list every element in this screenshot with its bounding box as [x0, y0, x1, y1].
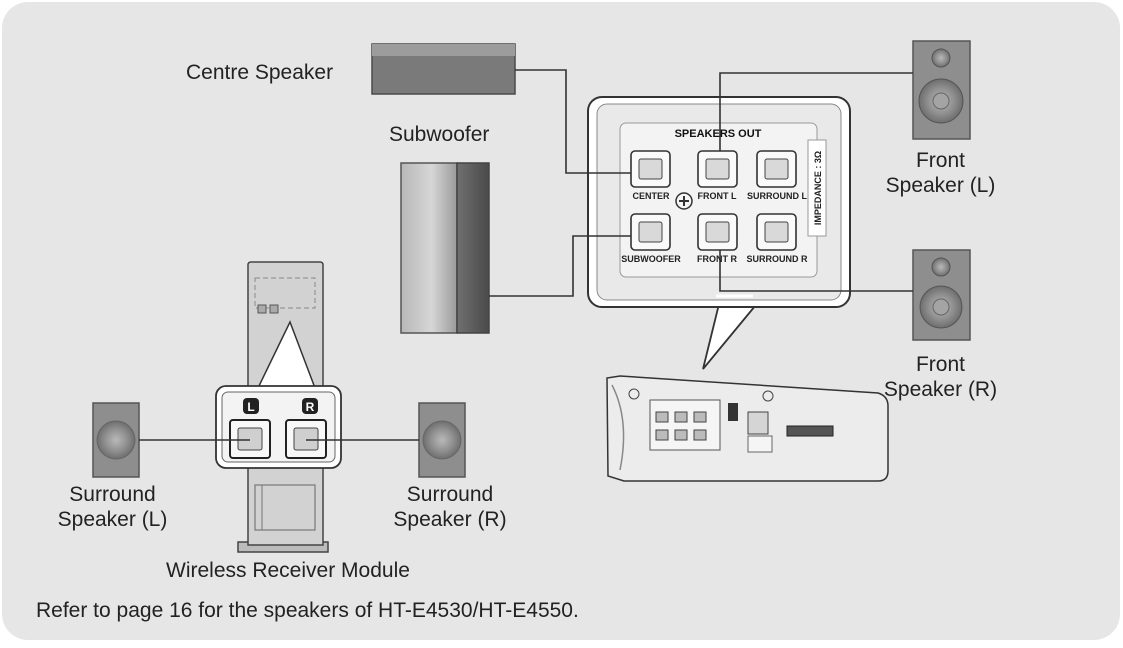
wireless-receiver-module: L R — [215, 261, 342, 553]
centre-speaker — [371, 43, 516, 95]
subwoofer — [400, 162, 490, 334]
impedance-label: IMPEDANCE : 3Ω — [813, 151, 823, 225]
port-label-subwoofer: SUBWOOFER — [621, 254, 681, 264]
panel-title: SPEAKERS OUT — [675, 128, 762, 140]
centre-speaker-label: Centre Speaker — [186, 61, 334, 84]
port-front-r — [697, 213, 738, 251]
front-speaker-left — [912, 40, 971, 140]
port-subwoofer — [630, 213, 671, 251]
port-front-l — [697, 150, 738, 188]
port-label-front-l: FRONT L — [698, 191, 737, 201]
port-label-surround-l: SURROUND L — [747, 191, 808, 201]
badge-right — [302, 398, 318, 414]
speaker-wires — [139, 69, 913, 441]
wireless-receiver-module-label: Wireless Receiver Module — [166, 559, 410, 582]
surround-speaker-right — [418, 402, 466, 478]
front-speaker-right — [912, 249, 971, 341]
port-surround-l — [756, 150, 797, 188]
svg-text:L: L — [247, 400, 254, 414]
svg-text:R: R — [306, 400, 315, 414]
port-label-front-r: FRONT R — [697, 254, 737, 264]
panel-ports — [630, 150, 797, 251]
badge-left — [243, 398, 259, 414]
port-label-surround-r: SURROUND R — [746, 254, 808, 264]
footnote: Refer to page 16 for the speakers of HT-… — [36, 599, 579, 622]
surround-speaker-left — [92, 402, 140, 478]
subwoofer-label: Subwoofer — [389, 123, 490, 146]
ground-screw-icon — [675, 192, 693, 210]
port-surround-r — [756, 213, 797, 251]
port-center — [630, 150, 671, 188]
port-label-center: CENTER — [632, 191, 670, 201]
main-unit-rear-panel — [606, 375, 889, 482]
